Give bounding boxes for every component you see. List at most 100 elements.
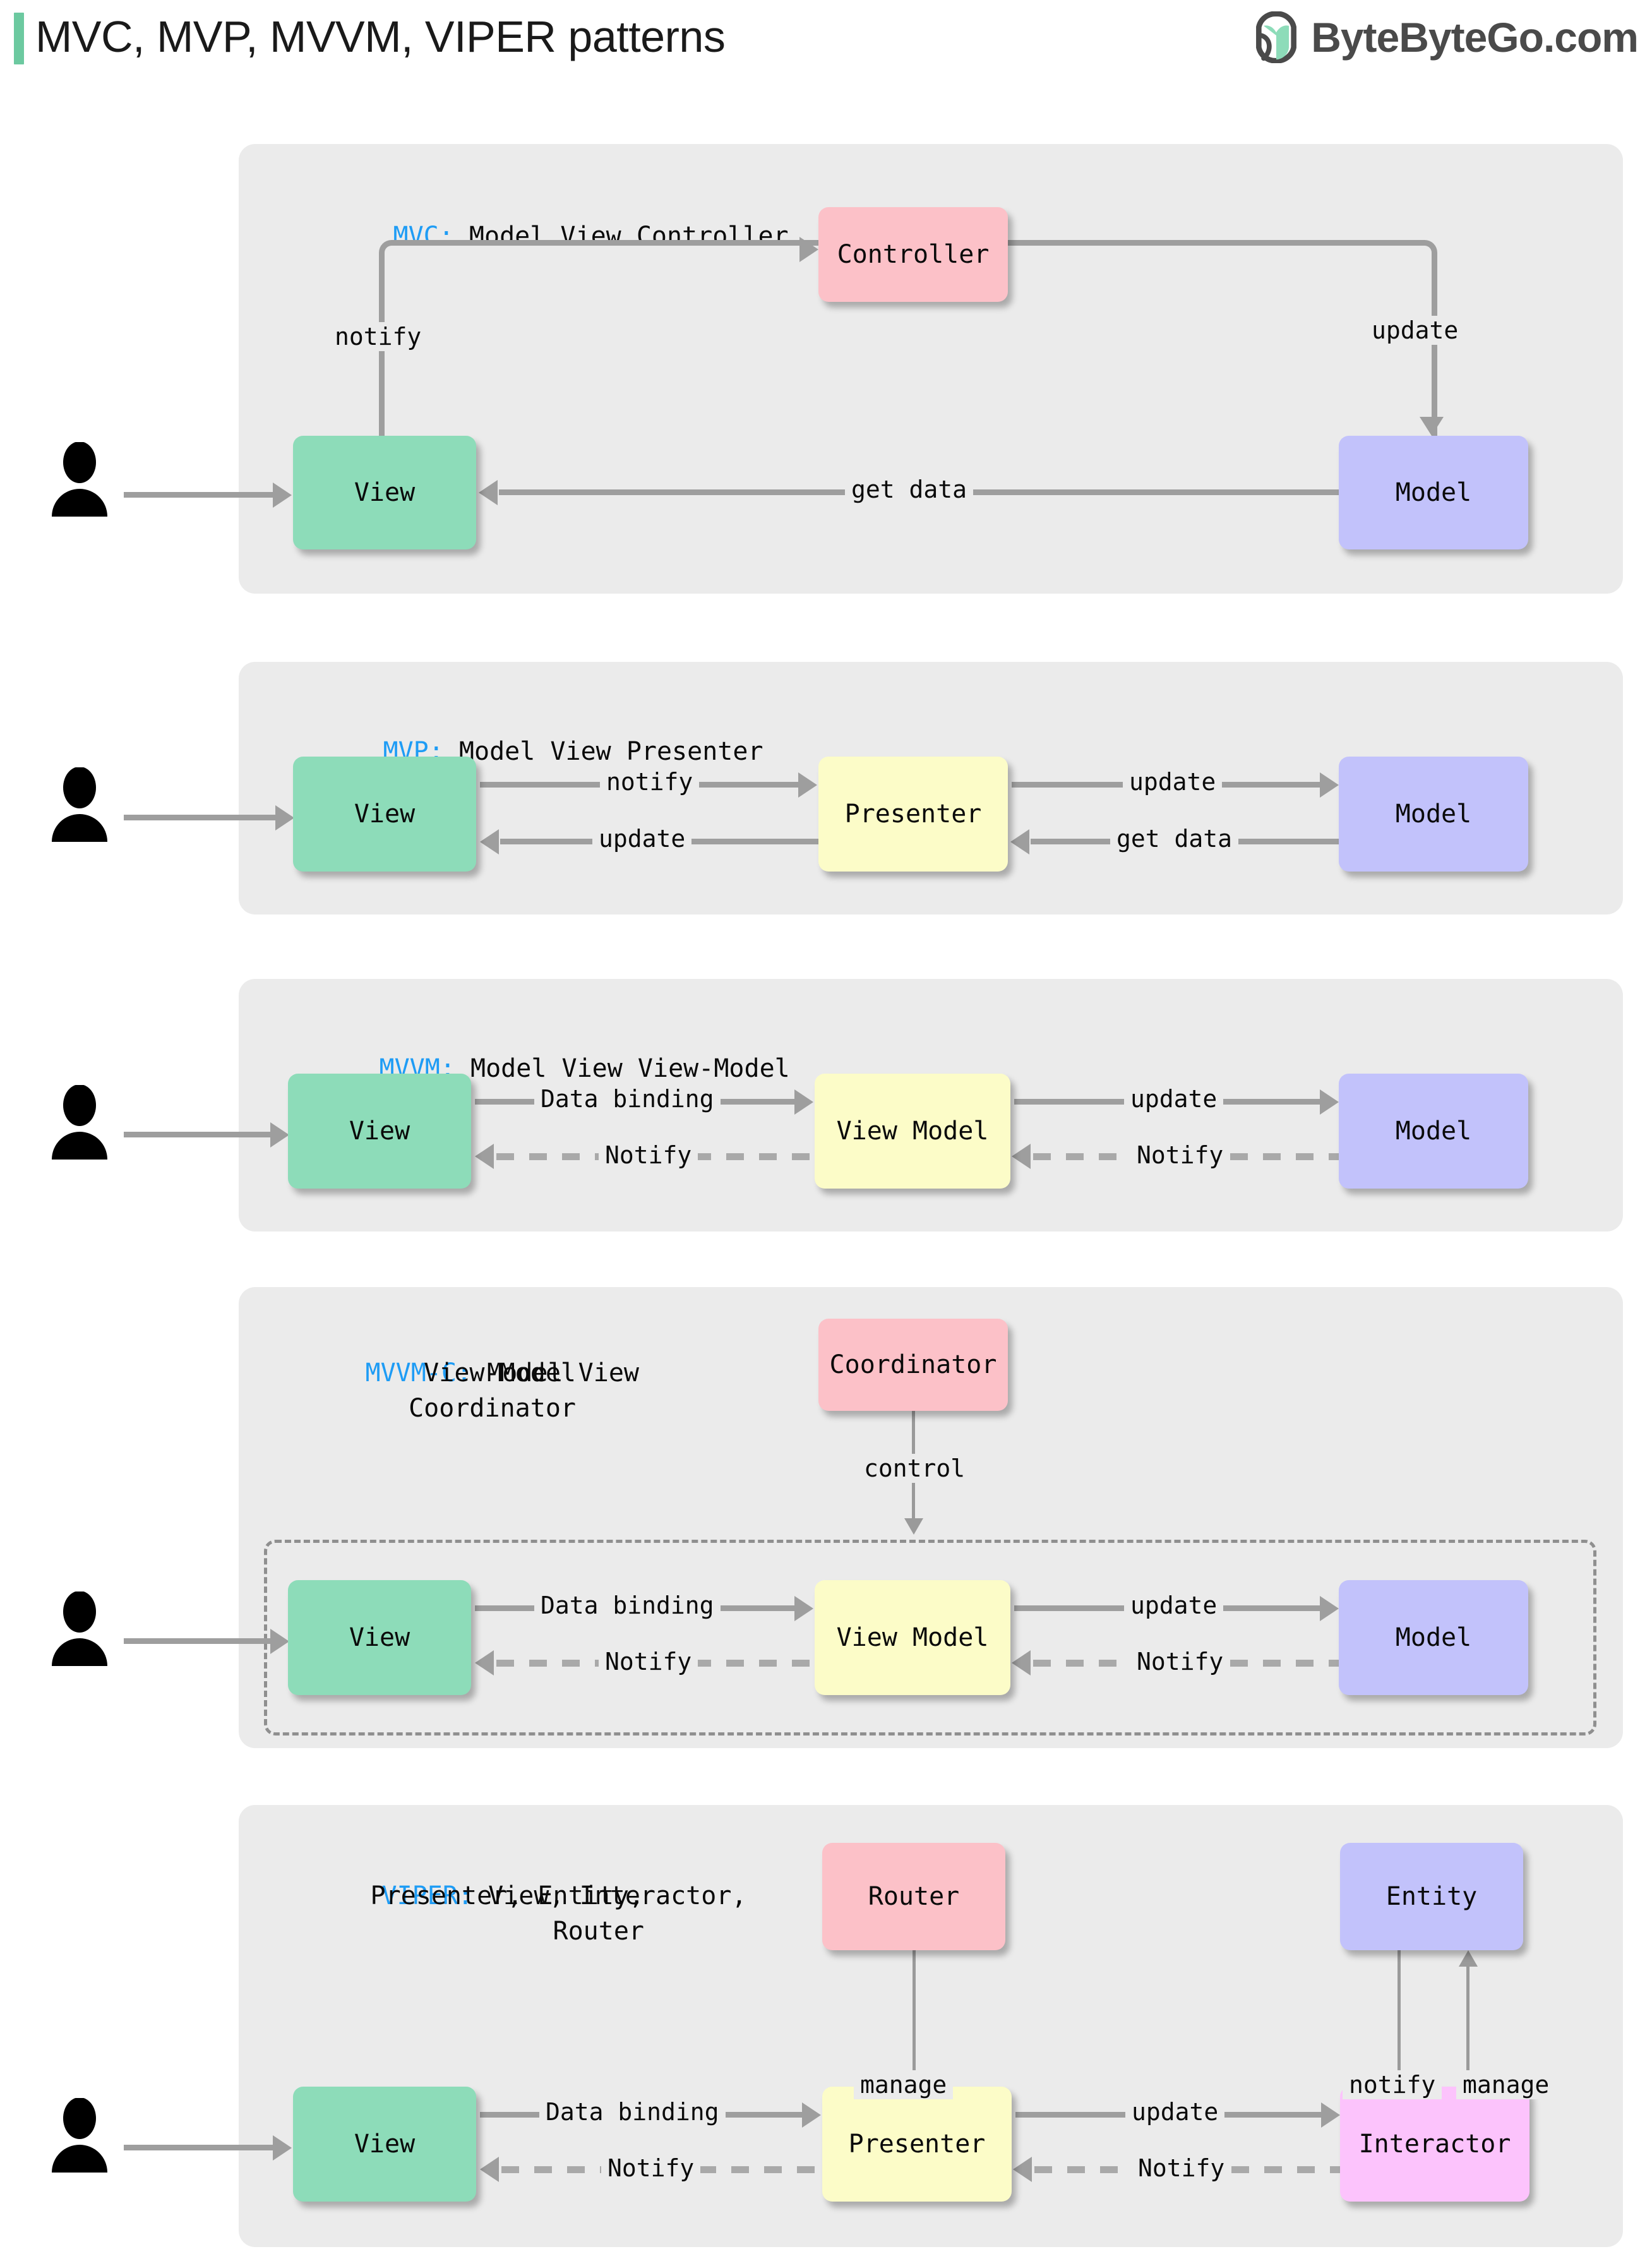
node-view-mvp[interactable]: View	[293, 757, 476, 872]
section-mvvmc-caption-line3: Coordinator	[409, 1394, 576, 1423]
edge-label-control-mvvmc: control	[858, 1454, 972, 1483]
node-presenter-mvp[interactable]: Presenter	[818, 757, 1008, 872]
edge-coordinator-control-upper	[912, 1411, 915, 1458]
arrowhead-user-to-view-mvvmc	[270, 1629, 289, 1654]
section-mvc-caption: Model View Controller	[453, 222, 789, 251]
section-mvvmc-caption-line2: View-Model	[424, 1358, 576, 1388]
node-controller-mvc[interactable]: Controller	[818, 207, 1008, 302]
edge-label-notify-right-mvvmc: Notify	[1130, 1647, 1230, 1676]
edge-label-update-back-mvp: update	[592, 824, 692, 853]
arrowhead-viewmodel-to-model-mvvm	[1320, 1089, 1339, 1115]
arrowhead-view-to-viewmodel-mvvm	[794, 1089, 813, 1115]
section-mvc-keyword: MVC:	[393, 222, 454, 251]
arrowhead-coordinator-control-mvvmc	[904, 1518, 923, 1535]
brand-name: ByteByteGo.com	[1311, 14, 1639, 61]
node-model-mvvm[interactable]: Model	[1339, 1074, 1528, 1189]
title-accent-bar	[14, 13, 24, 64]
node-model-mvp[interactable]: Model	[1339, 757, 1528, 872]
arrowhead-view-to-controller-mvc	[799, 237, 818, 262]
edge-user-to-view-viper	[124, 2145, 273, 2150]
arrowhead-viewmodel-to-view-mvvm	[475, 1144, 494, 1169]
node-viewmodel-mvvmc[interactable]: View Model	[815, 1580, 1010, 1695]
node-viewmodel-mvvm[interactable]: View Model	[815, 1074, 1010, 1189]
edge-entity-notify-upper	[1398, 1950, 1401, 2082]
edge-view-to-controller-mvc	[379, 240, 821, 448]
section-mvp-caption: Model View Presenter	[443, 737, 763, 766]
node-model-mvc[interactable]: Model	[1339, 436, 1528, 549]
page-header: MVC, MVP, MVVM, VIPER patterns ByteByteG…	[0, 0, 1652, 76]
edge-label-data-binding-mvvmc: Data binding	[534, 1591, 721, 1620]
edge-label-manage-interactor-viper: manage	[1456, 2070, 1556, 2099]
mvvm-group-boundary	[264, 1540, 1596, 1735]
bytebytego-leaf-logo-icon	[1256, 11, 1297, 63]
edge-label-notify-left-viper: Notify	[601, 2154, 701, 2183]
edge-label-update-mvc: update	[1365, 316, 1465, 345]
arrowhead-view-to-viewmodel-mvvmc	[794, 1596, 813, 1621]
edge-user-to-view-mvvmc	[124, 1638, 270, 1644]
user-icon	[52, 1085, 107, 1160]
section-viper-keyword: VIPER:	[381, 1881, 474, 1910]
section-viper-caption-line3: Router	[553, 1917, 645, 1946]
arrowhead-user-to-view-mvvm	[270, 1122, 289, 1148]
node-view-mvc[interactable]: View	[293, 436, 476, 549]
edge-label-update-mvvm: update	[1124, 1084, 1224, 1113]
section-viper-label: VIPER: View, Interactor,	[290, 1843, 747, 1949]
node-entity-viper[interactable]: Entity	[1340, 1843, 1523, 1950]
section-viper-caption-line2: Presenter, Entity,	[370, 1881, 644, 1910]
edge-label-update-viper: update	[1125, 2097, 1225, 2126]
brand: ByteByteGo.com	[1252, 11, 1639, 63]
edge-label-notify-left-mvvm: Notify	[599, 1141, 698, 1170]
arrowhead-model-to-view-mvc	[479, 480, 498, 505]
node-router-viper[interactable]: Router	[822, 1843, 1005, 1950]
section-mvvmc-keyword: MVVM-C:	[365, 1358, 472, 1388]
node-view-viper[interactable]: View	[293, 2087, 476, 2202]
arrowhead-view-to-presenter-viper	[802, 2102, 821, 2128]
edge-interactor-manage-upper	[1466, 1967, 1469, 2082]
user-icon	[52, 1592, 107, 1666]
arrowhead-model-to-presenter-mvp	[1010, 829, 1029, 854]
edge-label-update-mvvmc: update	[1124, 1591, 1224, 1620]
arrowhead-presenter-to-interactor-viper	[1321, 2102, 1340, 2128]
node-interactor-viper[interactable]: Interactor	[1340, 2087, 1529, 2202]
section-viper-caption: View, Interactor,	[473, 1881, 747, 1910]
edge-label-notify-mvp: notify	[600, 767, 700, 796]
edge-label-notify-right-viper: Notify	[1132, 2154, 1231, 2183]
edge-label-data-binding-viper: Data binding	[539, 2097, 726, 2126]
edge-label-notify-left-mvvmc: Notify	[599, 1647, 698, 1676]
edge-label-notify-entity-viper: notify	[1343, 2070, 1442, 2099]
edge-label-get-data-mvp: get data	[1110, 824, 1239, 853]
node-view-mvvm[interactable]: View	[288, 1074, 471, 1189]
edge-label-update-mvp: update	[1123, 767, 1223, 796]
node-coordinator-mvvmc[interactable]: Coordinator	[818, 1319, 1008, 1411]
edge-label-get-data-mvc: get data	[845, 475, 974, 504]
arrowhead-viewmodel-to-model-mvvmc	[1320, 1596, 1339, 1621]
edge-user-to-view-mvvm	[124, 1132, 270, 1137]
arrowhead-interactor-to-entity-viper	[1459, 1950, 1478, 1967]
node-presenter-viper[interactable]: Presenter	[822, 2087, 1012, 2202]
arrowhead-controller-to-model-mvc	[1420, 417, 1444, 436]
arrowhead-viewmodel-to-view-mvvmc	[475, 1650, 494, 1676]
user-icon	[52, 442, 107, 517]
arrowhead-model-to-viewmodel-mvvm	[1012, 1144, 1031, 1169]
edge-label-notify-mvc: notify	[328, 322, 428, 351]
node-model-mvvmc[interactable]: Model	[1339, 1580, 1528, 1695]
arrowhead-user-to-view-viper	[273, 2135, 292, 2161]
arrowhead-user-to-view-mvc	[273, 483, 292, 508]
section-mvc-label: MVC: Model View Controller	[302, 183, 789, 289]
node-view-mvvmc[interactable]: View	[288, 1580, 471, 1695]
edge-coordinator-control-lower	[912, 1483, 915, 1521]
section-mvvmc-label: MVVM-C: Model View	[274, 1320, 639, 1426]
section-mvvm-label: MVVM: Model View View-Model	[288, 1016, 790, 1122]
arrowhead-presenter-to-model-mvp	[1320, 772, 1339, 798]
edge-user-to-view-mvp	[124, 815, 275, 820]
edge-label-manage-router-viper: manage	[854, 2070, 954, 2099]
section-mvvmc-caption: Model View	[472, 1358, 639, 1388]
edge-user-to-view-mvc	[124, 492, 273, 498]
section-mvvm-caption: Model View View-Model	[455, 1054, 790, 1083]
arrowhead-user-to-view-mvp	[275, 805, 294, 830]
arrowhead-presenter-to-view-viper	[480, 2157, 499, 2182]
user-icon	[52, 2098, 107, 2173]
page-title: MVC, MVP, MVVM, VIPER patterns	[35, 12, 726, 61]
arrowhead-presenter-to-view-mvp	[480, 829, 499, 854]
